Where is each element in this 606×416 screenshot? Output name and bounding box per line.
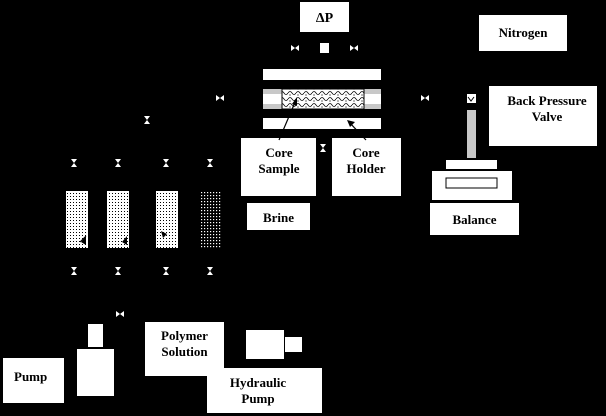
- back-pressure-label-2: Valve: [532, 109, 563, 124]
- core-sample-label-2: Sample: [258, 161, 299, 176]
- nitrogen-label: Nitrogen: [499, 25, 549, 40]
- polymer-solution-box: [145, 322, 224, 376]
- delta-p-valves: [291, 43, 358, 53]
- core-sample-label-1: Core: [265, 145, 292, 160]
- cylinder-bottom-valves: [71, 267, 213, 275]
- delta-p-box: [300, 2, 349, 32]
- core-holder-label-1: Core: [352, 145, 379, 160]
- core-sample-rock: [281, 88, 365, 110]
- back-pressure-label-1: Back Pressure: [507, 93, 587, 108]
- inlet-valve-icon: [216, 95, 224, 101]
- pump-label: Pump: [14, 369, 47, 384]
- manifold-valve-icon: [144, 116, 150, 124]
- pump-valve-icon: [116, 311, 124, 317]
- accumulator-cylinders: [66, 191, 222, 248]
- delta-p-label: ΔP: [316, 11, 334, 26]
- hydraulic-label-1: Hydraulic: [230, 375, 287, 390]
- brine-label: Brine: [263, 210, 294, 225]
- polymer-label-2: Solution: [161, 344, 208, 359]
- core-holder-box: [332, 138, 401, 196]
- balance-device: [432, 160, 512, 200]
- balance-box: [430, 203, 519, 235]
- balance-label: Balance: [452, 212, 496, 227]
- hydraulic-label-2: Pump: [241, 391, 274, 406]
- outlet-valve-icon: [421, 95, 429, 101]
- hydraulic-pump-box: [207, 368, 322, 413]
- pump-box: [3, 358, 64, 403]
- nitrogen-box: [479, 15, 567, 51]
- core-holder-label-2: Holder: [347, 161, 386, 176]
- core-holder-assembly: [263, 69, 381, 129]
- core-sample-box: [241, 138, 316, 196]
- brine-box: [247, 203, 310, 230]
- polymer-label-1: Polymer: [161, 328, 208, 343]
- cylinder-top-valves: [71, 159, 213, 167]
- back-pressure-box: [489, 86, 597, 146]
- back-pressure-valve: [467, 94, 476, 158]
- vertical-valve-icon: [320, 144, 326, 152]
- core-sample-pointer: [278, 99, 297, 141]
- pump-device: [77, 324, 114, 396]
- hydraulic-pump-device: [246, 330, 302, 359]
